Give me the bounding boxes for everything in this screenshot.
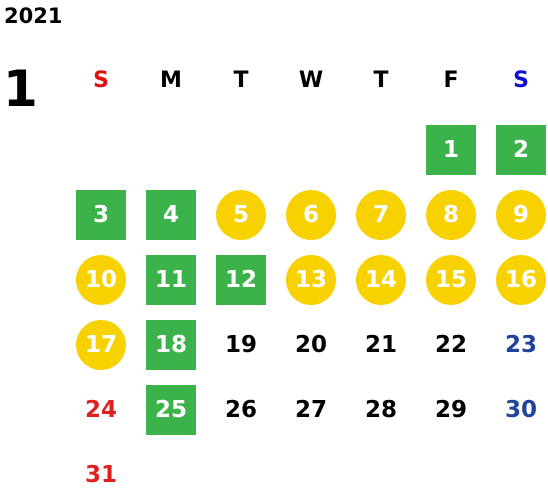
day-cell[interactable]: 26 <box>224 397 257 423</box>
year-label: 2021 <box>4 4 63 28</box>
day-cell[interactable]: 18 <box>146 320 196 370</box>
weekday-label: T <box>233 68 249 93</box>
day-cell[interactable]: 13 <box>286 255 336 305</box>
day-cell[interactable]: 21 <box>364 332 397 358</box>
day-cell[interactable]: 19 <box>224 332 257 358</box>
weekday-label: F <box>443 68 459 93</box>
day-cell[interactable]: 12 <box>216 255 266 305</box>
day-cell[interactable]: 2 <box>496 125 546 175</box>
day-cell[interactable]: 1 <box>426 125 476 175</box>
day-cell[interactable]: 4 <box>146 190 196 240</box>
day-cell[interactable]: 6 <box>286 190 336 240</box>
day-cell[interactable]: 17 <box>76 320 126 370</box>
month-number: 1 <box>3 60 38 118</box>
day-cell[interactable]: 8 <box>426 190 476 240</box>
weekday-label: S <box>513 68 529 93</box>
day-cell[interactable]: 14 <box>356 255 406 305</box>
day-cell[interactable]: 28 <box>364 397 397 423</box>
day-cell[interactable]: 15 <box>426 255 476 305</box>
day-cell[interactable]: 7 <box>356 190 406 240</box>
day-cell[interactable]: 29 <box>434 397 467 423</box>
weekday-label: W <box>298 68 324 93</box>
day-cell[interactable]: 24 <box>84 397 117 423</box>
day-cell[interactable]: 11 <box>146 255 196 305</box>
day-cell[interactable]: 27 <box>294 397 327 423</box>
day-cell[interactable]: 3 <box>76 190 126 240</box>
weekday-label: T <box>373 68 389 93</box>
day-cell[interactable]: 10 <box>76 255 126 305</box>
day-cell[interactable]: 30 <box>504 397 537 423</box>
weekday-label: S <box>93 68 109 93</box>
day-cell[interactable]: 16 <box>496 255 546 305</box>
day-cell[interactable]: 31 <box>84 462 117 488</box>
day-cell[interactable]: 22 <box>434 332 467 358</box>
day-cell[interactable]: 9 <box>496 190 546 240</box>
weekday-label: M <box>160 68 182 93</box>
day-cell[interactable]: 25 <box>146 385 196 435</box>
day-cell[interactable]: 23 <box>504 332 537 358</box>
day-cell[interactable]: 5 <box>216 190 266 240</box>
day-cell[interactable]: 20 <box>294 332 327 358</box>
